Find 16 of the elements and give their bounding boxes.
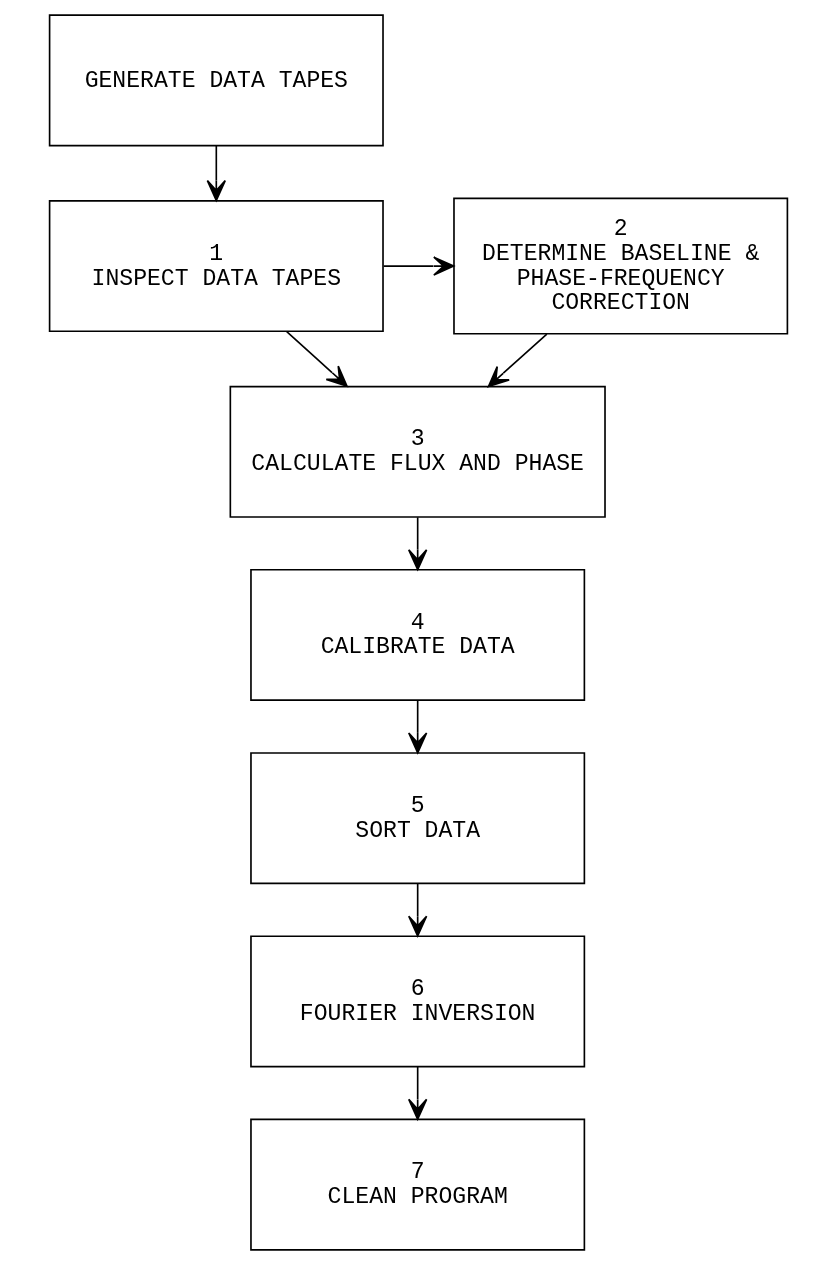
node-box: 5 SORT DATA	[249, 752, 585, 885]
node-box: 7 CLEAN PROGRAM	[249, 1118, 585, 1251]
arrow	[206, 145, 226, 202]
arrow	[407, 516, 427, 571]
arrow	[407, 882, 427, 937]
arrow	[407, 699, 427, 754]
arrow	[487, 333, 548, 388]
arrow	[382, 256, 454, 276]
node-box: 3 CALCULATE FLUX AND PHASE	[229, 385, 606, 518]
node-box: 4 CALIBRATE DATA	[249, 568, 585, 701]
node-box: 2 DETERMINE BASELINE & PHASE-FREQUENCY CORRECTION	[452, 197, 788, 335]
node-box: 6 FOURIER INVERSION	[249, 935, 585, 1068]
arrow	[285, 330, 348, 387]
node-box: 1 INSPECT DATA TAPES	[48, 200, 384, 333]
arrow	[407, 1066, 427, 1121]
node-box: GENERATE DATA TAPES	[48, 14, 384, 147]
